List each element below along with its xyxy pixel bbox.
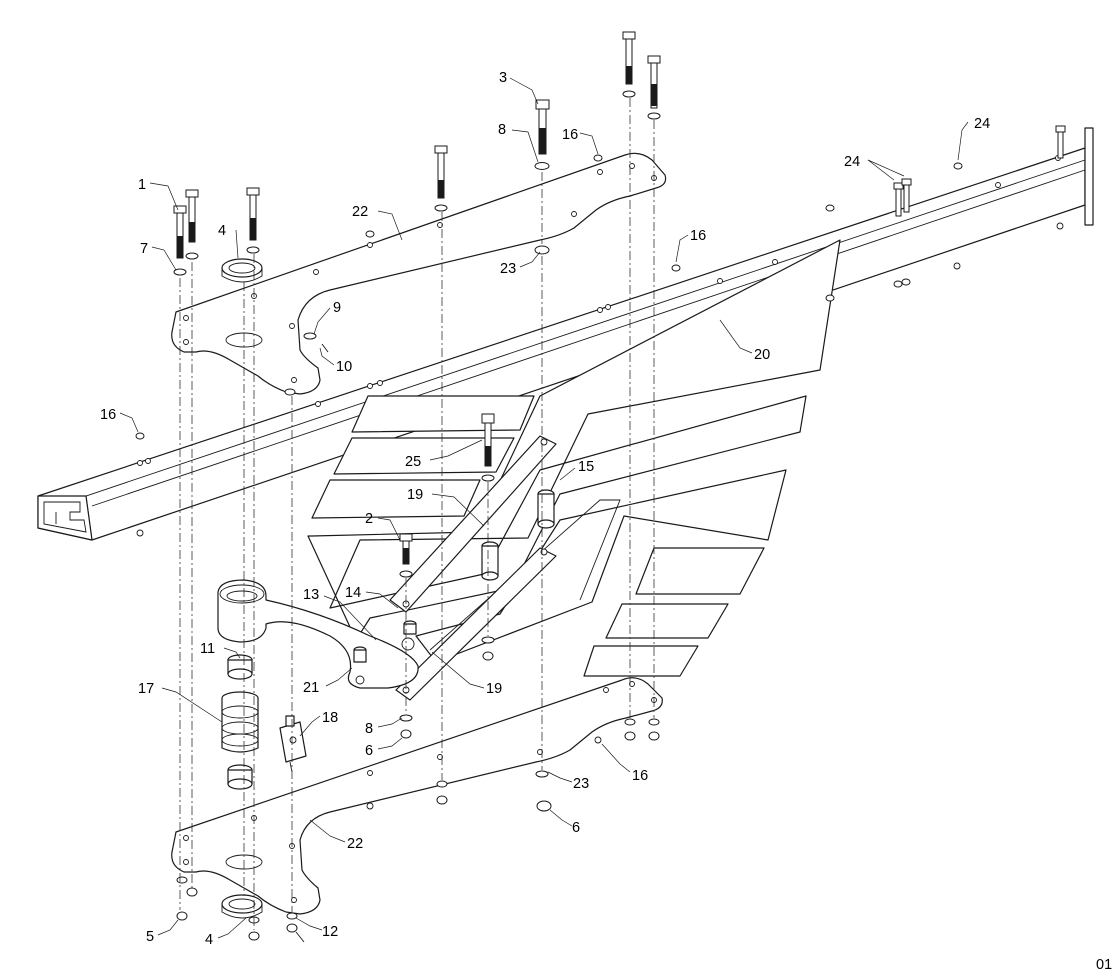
callout-8-lower: 8	[365, 721, 373, 737]
callout-2: 2	[365, 511, 373, 527]
callout-19-upper: 19	[407, 487, 423, 503]
callout-22-upper: 22	[352, 204, 368, 220]
callout-21: 21	[303, 680, 319, 696]
callout-16-left: 16	[100, 407, 116, 423]
callout-6-lower: 6	[572, 820, 580, 836]
callout-25: 25	[405, 454, 421, 470]
callout-20: 20	[754, 347, 770, 363]
callout-7: 7	[140, 241, 148, 257]
callout-23-upper: 23	[500, 261, 516, 277]
callout-labels: 1 2 3 4 4 5 6 6 7 8 8 9 10 11 12 13 14 1…	[100, 70, 1112, 971]
alignment-centerlines	[179, 98, 655, 930]
bearing-rings	[221, 258, 263, 919]
callout-6-upper: 6	[365, 743, 373, 759]
callout-17: 17	[138, 681, 154, 697]
pivot-shaft-assembly	[221, 654, 259, 790]
callout-9: 9	[333, 300, 341, 316]
callout-16-top: 16	[562, 127, 578, 143]
callout-1: 1	[138, 177, 146, 193]
washers-and-nuts	[135, 90, 963, 943]
callout-15: 15	[578, 459, 594, 475]
leader-lines	[119, 77, 969, 939]
spacers	[353, 489, 555, 663]
callout-16-lower: 16	[632, 768, 648, 784]
sensor-bracket	[279, 715, 307, 773]
callout-11: 11	[200, 641, 215, 657]
callout-14: 14	[345, 585, 361, 601]
callout-24-right: 24	[974, 116, 990, 132]
lower-mounting-plate	[171, 677, 663, 915]
callout-4-lower: 4	[205, 932, 213, 948]
callout-23-lower: 23	[573, 776, 589, 792]
callout-19-lower: 19	[486, 681, 502, 697]
main-beam	[37, 127, 1094, 541]
sheet-code: 01	[1096, 957, 1112, 971]
bolts	[173, 31, 1066, 565]
callout-16-right: 16	[690, 228, 706, 244]
callout-10: 10	[336, 359, 352, 375]
callout-22-lower: 22	[347, 836, 363, 852]
callout-12: 12	[322, 924, 338, 940]
callout-24-pair: 24	[844, 154, 860, 170]
pivot-arm	[217, 579, 419, 689]
callout-4-upper: 4	[218, 223, 226, 239]
chevron-guard-panel	[307, 239, 841, 677]
callout-18: 18	[322, 710, 338, 726]
callout-13: 13	[303, 587, 319, 603]
callout-5: 5	[146, 929, 154, 945]
callout-8-upper: 8	[498, 122, 506, 138]
callout-3: 3	[499, 70, 507, 86]
